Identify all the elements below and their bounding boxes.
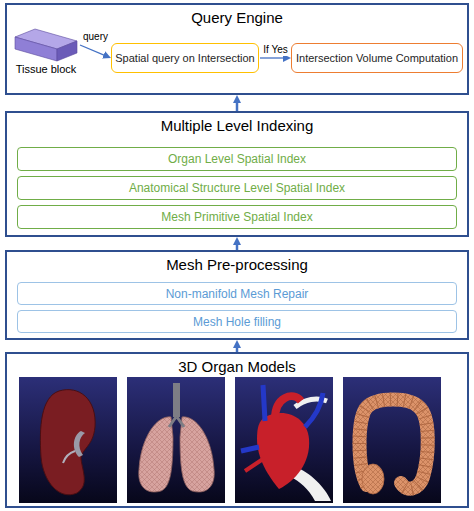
process-label: Spatial query on Intersection — [115, 52, 254, 65]
index-box: Non-manifold Mesh Repair — [17, 282, 457, 305]
heart-body — [257, 413, 309, 489]
layer-panel: Query EngineTissue block Spatial query on… — [5, 3, 469, 95]
cuboid-face — [57, 41, 77, 61]
panel-title: Mesh Pre-processing — [7, 256, 467, 274]
colon-pouch — [362, 464, 384, 494]
layer-panel: Multiple Level IndexingOrgan Level Spati… — [5, 111, 469, 237]
aorta — [275, 396, 301, 419]
index-label: Anatomical Structure Level Spatial Index — [129, 181, 345, 195]
layer-panel: 3D Organ Models — [5, 352, 469, 508]
flow-arrow — [236, 100, 239, 111]
heart-image — [235, 377, 333, 503]
bronchi — [169, 417, 184, 427]
index-box: Mesh Hole filling — [17, 310, 457, 333]
trachea — [173, 383, 180, 417]
flow-arrow — [236, 242, 239, 250]
right-lung — [180, 417, 214, 492]
image-ground — [235, 377, 333, 503]
index-box: Anatomical Structure Level Spatial Index — [17, 176, 457, 200]
lungs-image — [127, 377, 225, 503]
index-label: Mesh Primitive Spatial Index — [161, 210, 312, 224]
flow-arrow — [236, 345, 239, 352]
panel-title: 3D Organ Models — [7, 358, 467, 376]
kidney-vessel — [63, 451, 75, 463]
panel-title: Multiple Level Indexing — [7, 117, 467, 135]
image-ground — [343, 377, 441, 503]
layer-panel: Mesh Pre-processingNon-manifold Mesh Rep… — [5, 250, 469, 340]
process-box: Intersection Volume Computation — [291, 43, 463, 73]
index-label: Organ Level Spatial Index — [168, 152, 306, 166]
index-label: Non-manifold Mesh Repair — [166, 287, 309, 301]
kidney-image — [19, 377, 117, 503]
image-ground — [19, 377, 117, 503]
tissue-block-node: Tissue block — [13, 27, 79, 81]
cuboid-face — [15, 37, 57, 61]
colon-image — [343, 377, 441, 503]
image-ground — [127, 377, 225, 503]
edge-label: If Yes — [262, 44, 288, 56]
index-label: Mesh Hole filling — [193, 315, 281, 329]
index-box: Organ Level Spatial Index — [17, 147, 457, 171]
process-box: Spatial query on Intersection — [111, 43, 259, 73]
tissue-block-label: Tissue block — [16, 63, 77, 76]
left-lung — [139, 417, 173, 492]
index-box: Mesh Primitive Spatial Index — [17, 205, 457, 229]
panel-title: Query Engine — [7, 9, 467, 27]
kidney-shape — [40, 390, 95, 495]
tissue-block-shape — [13, 27, 79, 63]
blue-vessel — [241, 385, 323, 451]
flow-arrow — [80, 45, 106, 56]
red-vessel — [245, 459, 263, 471]
edge-label: query — [82, 31, 109, 43]
process-label: Intersection Volume Computation — [296, 52, 458, 65]
flow-arrow — [260, 57, 286, 58]
kidney-hilum — [74, 431, 85, 457]
